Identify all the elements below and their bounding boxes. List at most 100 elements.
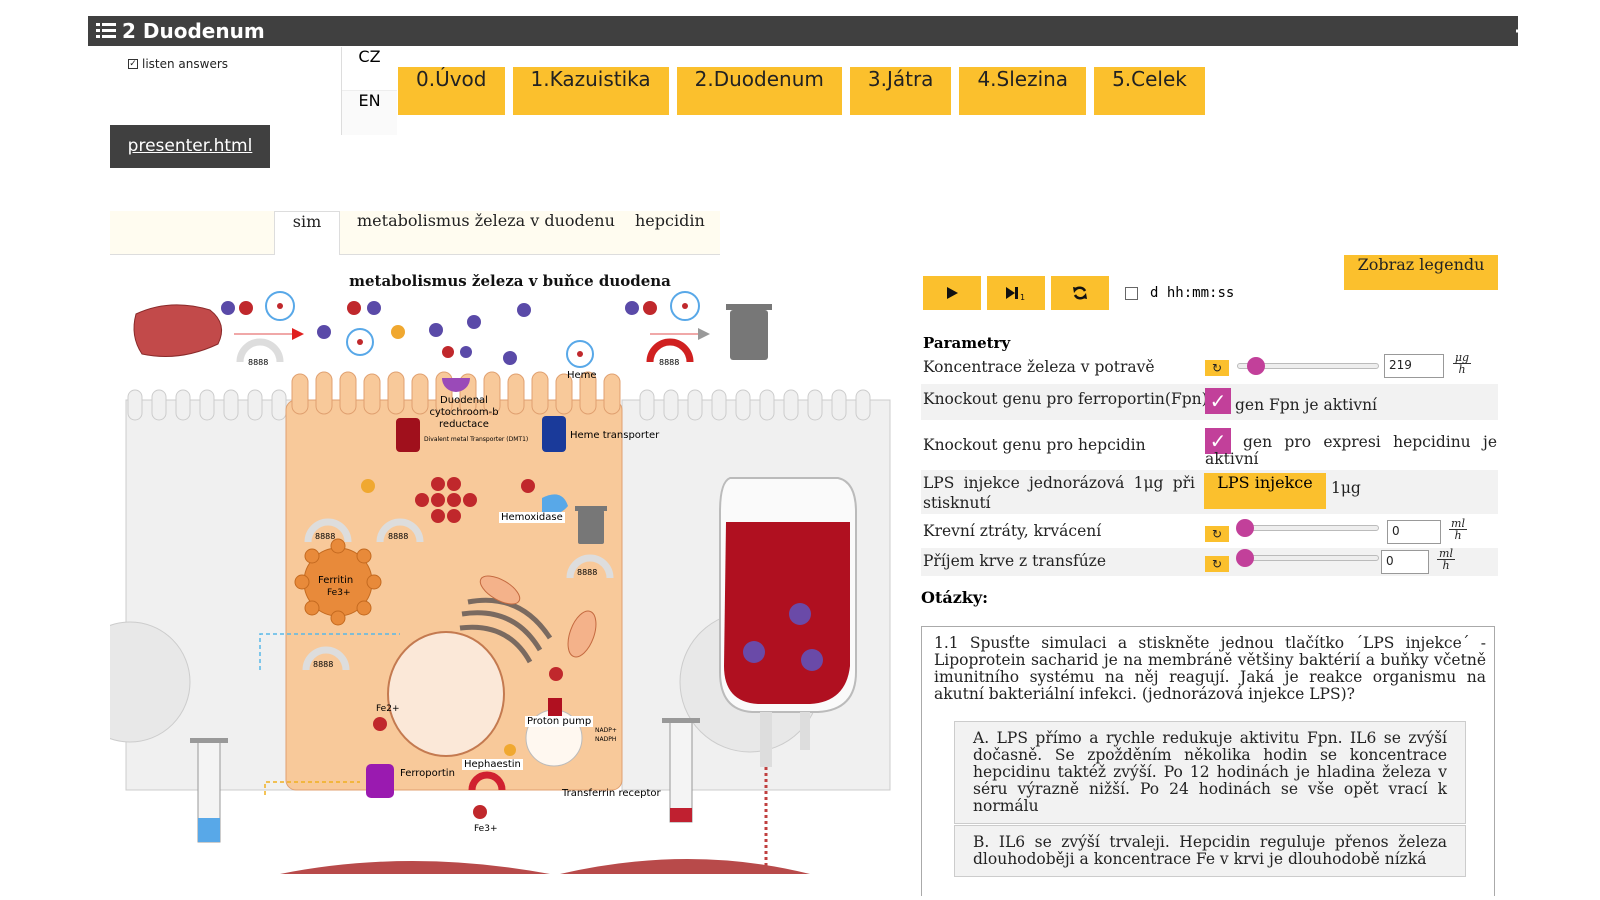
label-transferrin-receptor: Transferrin receptor — [562, 788, 661, 799]
sim-controls: 1 d hh:mm:ss — [923, 276, 1234, 310]
gauge-readout: 8888 — [313, 660, 334, 669]
chapter-celek[interactable]: 5.Celek — [1094, 67, 1205, 115]
fpn-checkbox[interactable]: ✓ — [1205, 388, 1231, 414]
transfusion-input[interactable]: 0 — [1381, 550, 1429, 574]
questions-heading: Otázky: — [921, 588, 989, 607]
chapter-kazuistika[interactable]: 1.Kazuistika — [512, 67, 669, 115]
refresh-transfusion-button[interactable]: ↻ — [1205, 556, 1229, 572]
chapter-uvod[interactable]: 0.Úvod — [398, 67, 505, 115]
gauge-readout: 8888 — [315, 532, 336, 541]
tab-hepcidin[interactable]: hepcidin — [635, 211, 705, 230]
reset-button[interactable] — [1051, 276, 1109, 310]
label-hemoxidase: Hemoxidase — [499, 512, 565, 523]
hepcidin-checkbox[interactable]: ✓ — [1205, 428, 1231, 454]
label-ferritin: Ferritin — [318, 575, 354, 586]
gauge-readout: 8888 — [577, 568, 598, 577]
ml-unit-num: ml — [1439, 547, 1453, 560]
tab-metabolismus[interactable]: metabolismus železa v duodenu — [357, 211, 615, 230]
label-nadp: NADP+ — [595, 727, 617, 734]
gauge-readout: 8888 — [659, 358, 680, 367]
blood-loss-input[interactable]: 0 — [1387, 520, 1441, 544]
ml-unit-den: h — [1449, 529, 1467, 541]
param-label-lps: LPS injekce jednorázová 1μg při stisknut… — [923, 474, 1195, 512]
iron-unit-num: μg — [1454, 351, 1470, 364]
lps-unit: 1μg — [1331, 479, 1361, 497]
param-label-hepcidin: Knockout genu pro hepcidin — [923, 436, 1146, 454]
iron-slider-thumb[interactable] — [1246, 357, 1265, 375]
svg-text:1: 1 — [1020, 293, 1025, 300]
play-button[interactable] — [923, 276, 981, 310]
fpn-status: gen Fpn je aktivní — [1235, 396, 1378, 414]
label-dcytb: Duodenal cytochroom-b reductace — [429, 395, 499, 430]
iron-unit-den: h — [1453, 363, 1471, 375]
blood-loss-slider[interactable] — [1236, 519, 1379, 537]
param-label-fpn: Knockout genu pro ferroportin(Fpn) — [923, 390, 1208, 408]
presenter-link[interactable]: presenter.html — [110, 125, 270, 168]
label-proton-pump: Proton pump — [525, 716, 594, 727]
diagram-title: metabolismus železa v buňce duodena — [349, 272, 671, 290]
play-icon — [947, 287, 958, 299]
top-bar: 2 Duodenum — [88, 16, 1596, 46]
lps-injection-button[interactable]: LPS injekce — [1204, 473, 1326, 509]
language-cz[interactable]: CZ — [342, 47, 397, 91]
gauge-readout: 8888 — [248, 358, 269, 367]
time-format: hh:mm:ss — [1166, 285, 1235, 301]
chapter-nav: 0.Úvod 1.Kazuistika 2.Duodenum 3.Játra 4… — [398, 67, 1205, 115]
tab-bar: sim metabolismus železa v duodenu hepcid… — [110, 211, 720, 255]
language-en[interactable]: EN — [342, 91, 397, 135]
chapter-duodenum[interactable]: 2.Duodenum — [676, 67, 842, 115]
ml-unit-num: ml — [1451, 517, 1465, 530]
gauge-readout: 8888 — [388, 532, 409, 541]
chapter-slezina[interactable]: 4.Slezina — [959, 67, 1087, 115]
refresh-icon — [1073, 286, 1087, 300]
show-legend-button[interactable]: Zobraz legendu — [1344, 255, 1498, 290]
label-hephaestin: Hephaestin — [462, 759, 523, 770]
chapter-jatra[interactable]: 3.Játra — [849, 67, 952, 115]
param-row-hepcidin: Knockout genu pro hepcidin ✓ gen pro exp… — [921, 424, 1498, 468]
transfusion-slider-thumb[interactable] — [1236, 549, 1254, 567]
label-heme: Heme — [567, 370, 597, 381]
list-icon[interactable] — [96, 23, 116, 39]
label-nadph: NADPH — [595, 736, 617, 743]
label-dmt1: Divalent metal Transporter (DMT1) — [424, 436, 529, 443]
question-text: 1.1 Spusťte simulaci a stiskněte jednou … — [934, 634, 1486, 703]
time-format-checkbox[interactable] — [1125, 286, 1138, 300]
label-fe3: Fe3+ — [474, 824, 498, 834]
home-icon[interactable] — [1574, 21, 1596, 41]
iron-slider[interactable] — [1237, 357, 1379, 375]
label-ferroportin: Ferroportin — [400, 768, 455, 779]
page-title: 2 Duodenum — [122, 19, 265, 43]
question-box: 1.1 Spusťte simulaci a stiskněte jednou … — [921, 626, 1495, 896]
ml-unit-den: h — [1437, 559, 1455, 571]
answer-option-a[interactable]: A. LPS přímo a rychle redukuje aktivitu … — [954, 721, 1466, 824]
answer-option-b[interactable]: B. IL6 se zvýší trvaleji. Hepcidin regul… — [954, 825, 1466, 877]
simulation-diagram: metabolismus železa v buňce duodena — [110, 262, 910, 887]
label-heme-transporter: Heme transporter — [570, 430, 660, 441]
gear-icon[interactable] — [1516, 21, 1536, 41]
param-label-iron: Koncentrace železa v potravě — [923, 358, 1155, 376]
label-ferritin-fe: Fe3+ — [327, 588, 351, 598]
step-button[interactable]: 1 — [987, 276, 1045, 310]
checkbox-icon[interactable]: ✓ — [128, 59, 138, 69]
time-readout: d hh:mm:ss — [1150, 285, 1234, 301]
blood-loss-slider-thumb[interactable] — [1236, 519, 1254, 537]
hepcidin-status: gen pro expresi hepcidinu je aktivní — [1205, 433, 1497, 468]
params-heading: Parametry — [923, 334, 1011, 352]
iron-input[interactable]: 219 — [1384, 354, 1444, 378]
cell-illustration — [110, 291, 891, 874]
param-label-blood-loss: Krevní ztráty, krvácení — [923, 522, 1102, 540]
refresh-iron-button[interactable]: ↻ — [1205, 360, 1229, 376]
listen-answers-toggle[interactable]: ✓ listen answers — [128, 57, 228, 71]
refresh-blood-loss-button[interactable]: ↻ — [1205, 526, 1229, 542]
transfusion-slider[interactable] — [1236, 549, 1379, 567]
tab-sim[interactable]: sim — [274, 211, 340, 255]
param-label-transfusion: Příjem krve z transfúze — [923, 552, 1107, 570]
listen-answers-label: listen answers — [142, 57, 229, 71]
step-icon: 1 — [1006, 287, 1025, 300]
